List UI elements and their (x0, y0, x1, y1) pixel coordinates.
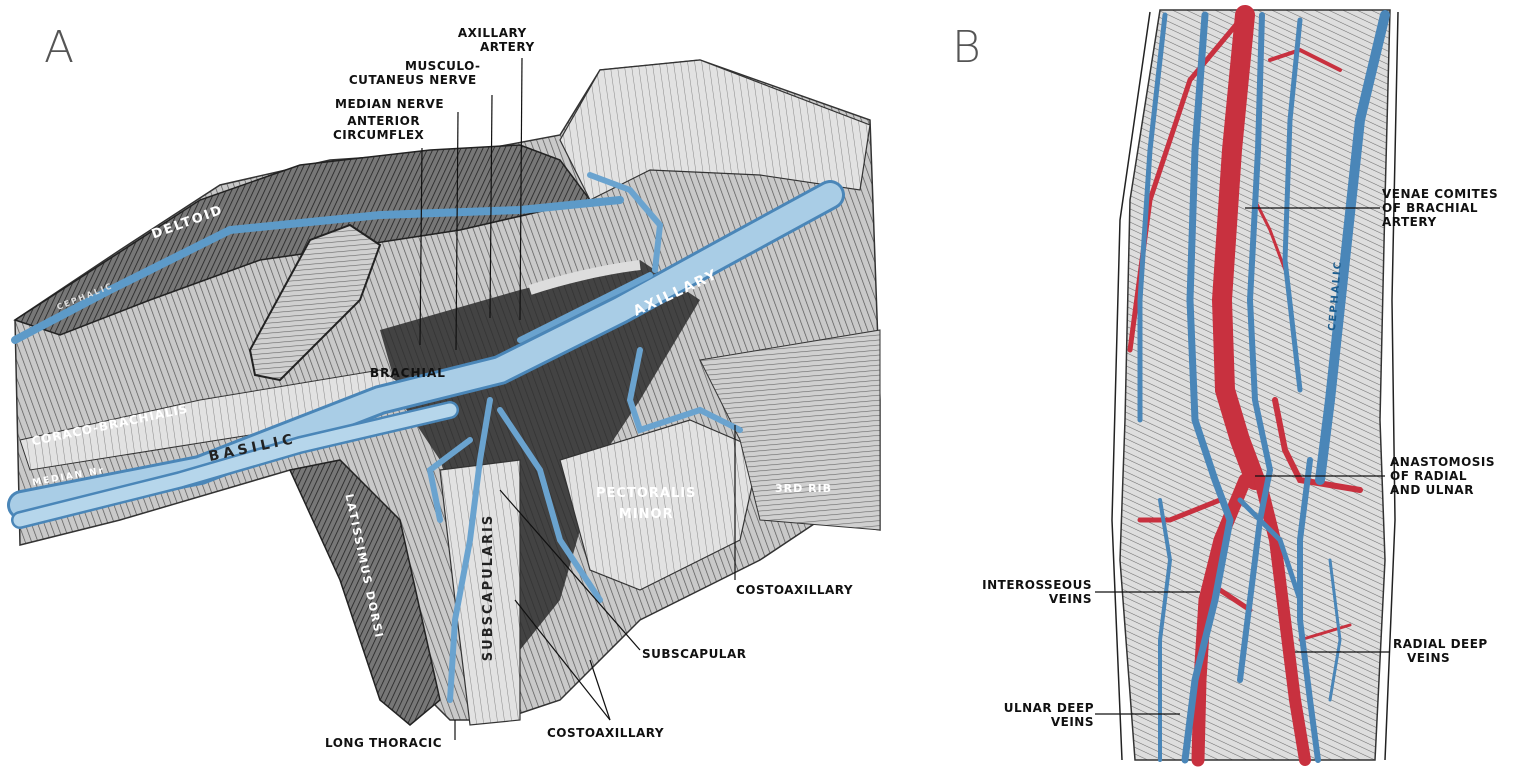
label-anastomosis-line3: AND ULNAR (1390, 483, 1474, 497)
label-subscapular: SUBSCAPULAR (642, 647, 747, 661)
label-axillary-artery: AXILLARY ARTERY (450, 26, 535, 54)
label-anastomosis: ANASTOMOSIS OF RADIAL AND ULNAR (1390, 455, 1495, 497)
inside-label-pectoralis-line2: MINOR (618, 507, 674, 522)
label-axillary-artery-line2: ARTERY (480, 40, 535, 54)
vein-branch-costoaxillary (626, 347, 743, 434)
label-interosseous-line2: VEINS (1048, 592, 1092, 606)
radial-artery (1254, 474, 1311, 766)
label-ulnar-line1: ULNAR DEEP (1003, 701, 1094, 715)
label-musculo-line1: MUSCULO- (405, 59, 481, 73)
label-ulnar-line2: VEINS (1050, 715, 1094, 729)
label-venae-line2: OF BRACHIAL (1382, 201, 1478, 215)
inside-label-pectoralis-line1: PECTORALIS (596, 486, 697, 501)
label-interosseous-veins: INTEROSSEOUS VEINS (976, 578, 1092, 606)
label-long-thoracic: LONG THORACIC (325, 736, 443, 750)
label-anastomosis-line1: ANASTOMOSIS (1390, 455, 1496, 469)
panel-b-leaders (1095, 207, 1390, 715)
label-musculo-cutaneus-nerve: MUSCULO- CUTANEUS NERVE (345, 59, 481, 87)
veins (1137, 10, 1390, 764)
cephalic-vein-b (1315, 10, 1390, 485)
venae-comites-right (1237, 12, 1274, 683)
label-anterior-line1: ANTERIOR (347, 114, 421, 128)
panel-a-letter: A (44, 22, 75, 73)
inside-label-pectoralis: PECTORALIS MINOR (596, 486, 696, 522)
anterior-circumflex-vessels (528, 260, 641, 295)
label-interosseous-line1: INTEROSSEOUS (982, 578, 1092, 592)
label-ulnar-deep-veins: ULNAR DEEP VEINS (996, 701, 1094, 729)
label-median-nerve: MEDIAN NERVE (335, 97, 445, 111)
panel-a-leaders (419, 57, 736, 740)
label-venae-line3: ARTERY (1382, 215, 1437, 229)
label-venae-line1: VENAE COMITES (1382, 187, 1499, 201)
label-radial-line2: VEINS (1407, 651, 1451, 665)
inside-label-third-rib: 3RD RIB (775, 482, 833, 495)
label-radial-deep-veins: RADIAL DEEP VEINS (1393, 637, 1488, 665)
pectoralis-minor-muscle (559, 419, 761, 591)
vein-branch-subscapular (447, 397, 493, 703)
label-radial-line1: RADIAL DEEP (1393, 637, 1488, 651)
axilla-cavity (380, 260, 700, 650)
label-anastomosis-line2: OF RADIAL (1390, 469, 1467, 483)
label-costoaxillary-right: COSTOAXILLARY (736, 583, 854, 597)
label-circumflex-line2: CIRCUMFLEX (333, 128, 425, 142)
subscapularis-muscle (439, 459, 521, 726)
brachial-artery (1211, 5, 1265, 490)
cephalic-vein (11, 196, 624, 344)
cut-muscle (248, 223, 382, 382)
venae-comites-left (1181, 11, 1234, 764)
label-costoaxillary-bottom: COSTOAXILLARY (547, 726, 665, 740)
label-anterior-circumflex: ANTERIOR CIRCUMFLEX (333, 114, 424, 142)
label-venae-comites: VENAE COMITES OF BRACHIAL ARTERY (1382, 187, 1498, 229)
vein-branch-upper (587, 172, 664, 273)
label-axillary-artery-line1: AXILLARY (457, 26, 527, 40)
vein-branch-thoracic (497, 407, 603, 603)
upper-right-muscle (559, 59, 871, 201)
panel-b-letter: B (952, 22, 981, 73)
deltoid-muscle (13, 144, 592, 336)
inside-label-brachial: BRACHIAL (370, 366, 446, 380)
latissimus-dorsi-muscle (288, 459, 441, 726)
label-musculo-line2: CUTANEUS NERVE (348, 73, 477, 87)
